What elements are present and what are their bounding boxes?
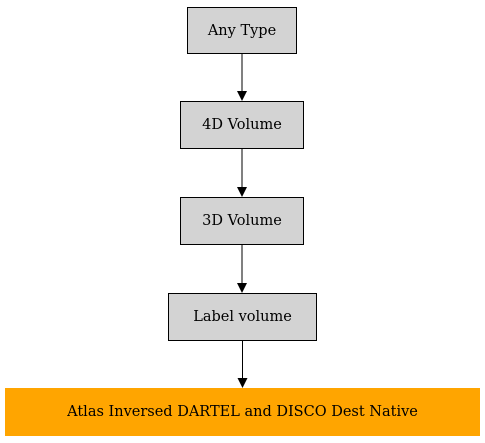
node-atlas-inversed: Atlas Inversed DARTEL and DISCO Dest Nat… [5,388,480,436]
node-any-type-label: Any Type [207,22,277,39]
node-label-volume: Label volume [168,293,317,341]
node-any-type: Any Type [187,7,297,54]
node-3d-volume-label: 3D Volume [202,213,282,229]
node-3d-volume: 3D Volume [180,197,304,245]
node-4d-volume: 4D Volume [180,101,304,149]
node-4d-volume-label: 4D Volume [202,117,282,133]
node-atlas-inversed-label: Atlas Inversed DARTEL and DISCO Dest Nat… [67,404,418,420]
node-label-volume-label: Label volume [193,309,292,325]
